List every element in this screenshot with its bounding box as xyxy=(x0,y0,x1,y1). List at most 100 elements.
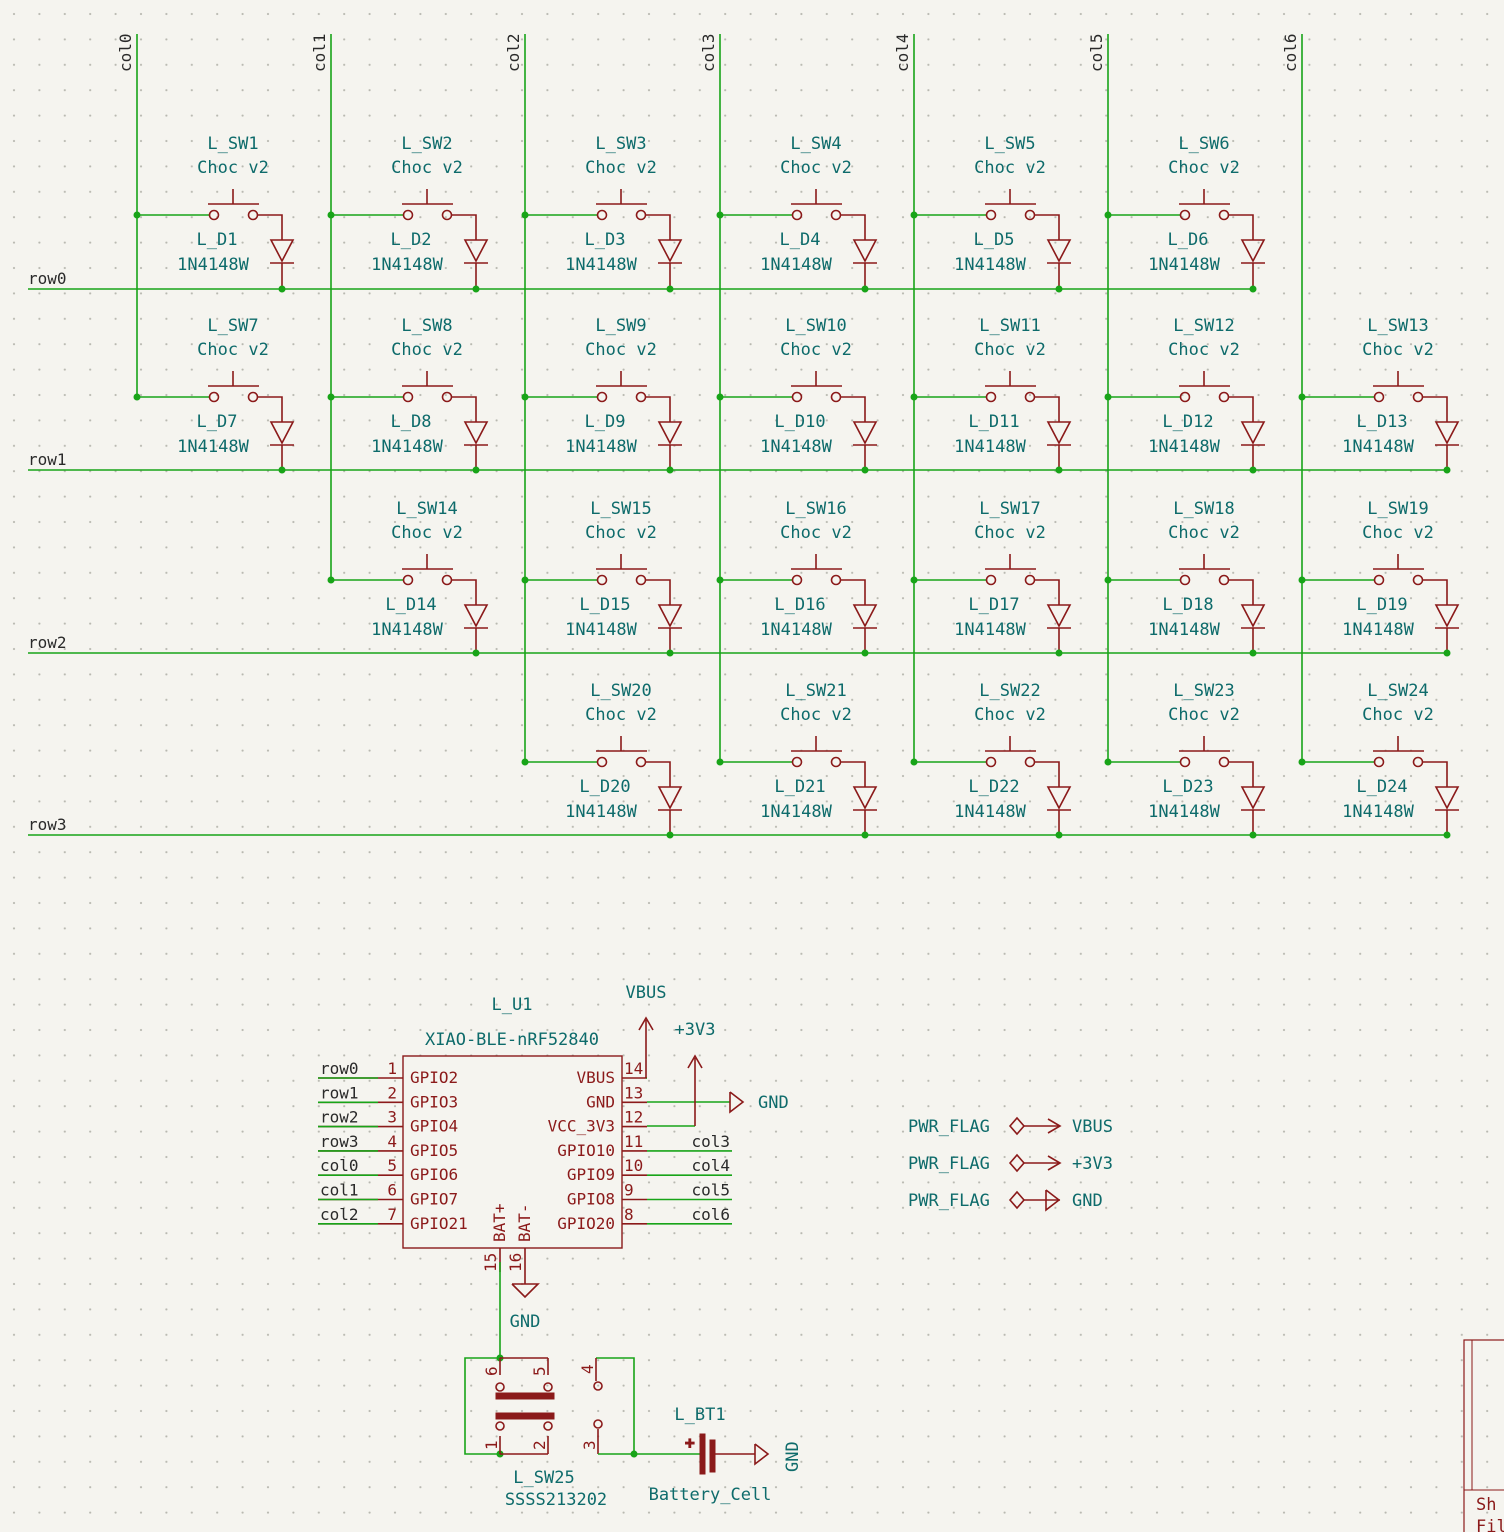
switch-ref: L_SW17 xyxy=(979,499,1040,519)
sw-pin-label: 2 xyxy=(530,1440,549,1450)
pin-number: 10 xyxy=(624,1156,643,1175)
junction xyxy=(861,831,869,839)
switch-contact xyxy=(1179,756,1191,768)
switch-ref: L_SW5 xyxy=(984,134,1035,154)
gnd-bat-label: GND xyxy=(510,1312,541,1332)
switch-value: Choc v2 xyxy=(1362,523,1434,543)
sw-pin-label: 6 xyxy=(482,1366,501,1376)
sw-contact xyxy=(593,1381,603,1391)
switch-to-diode-wire xyxy=(1229,761,1254,787)
junction xyxy=(278,285,286,293)
switch-ref: L_SW16 xyxy=(785,499,846,519)
switch-contact xyxy=(247,391,259,403)
gnd-battery-label: GND xyxy=(783,1441,803,1472)
net-label: row1 xyxy=(320,1083,359,1102)
diode-value: 1N4148W xyxy=(954,620,1026,640)
switch-contact xyxy=(596,756,608,768)
switch-to-diode-wire xyxy=(1035,761,1060,787)
switch-to-diode-wire xyxy=(1229,214,1254,240)
switch-value: Choc v2 xyxy=(1168,158,1240,178)
switch-contact xyxy=(985,209,997,221)
battery-plus-sign: + xyxy=(685,1433,695,1452)
pin-number: 2 xyxy=(387,1083,397,1102)
title-block-frame xyxy=(1463,1339,1504,1532)
diode-ref: L_D10 xyxy=(774,412,825,432)
diode-ref: L_D20 xyxy=(579,777,630,797)
diode-ref: L_D17 xyxy=(968,595,1019,615)
diode-value: 1N4148W xyxy=(954,802,1026,822)
switch-value: Choc v2 xyxy=(585,523,657,543)
diode-icon xyxy=(463,604,489,628)
gnd-right-icon xyxy=(729,1091,745,1114)
bt1-value: Battery_Cell xyxy=(649,1485,772,1505)
net-label: row2 xyxy=(320,1108,359,1127)
diode-ref: L_D13 xyxy=(1356,412,1407,432)
title-block: Sh Fil xyxy=(1463,1339,1504,1532)
switch-ref: L_SW19 xyxy=(1367,499,1428,519)
switch-contact xyxy=(1179,391,1191,403)
switch-ref: L_SW8 xyxy=(401,316,452,336)
diode-value: 1N4148W xyxy=(760,620,832,640)
switch-contact xyxy=(791,391,803,403)
column-label-col4: col4 xyxy=(893,33,912,72)
battery-circuit: GND 6 5 4 1 2 3 L_SW25 SSSS213202 xyxy=(464,1262,803,1510)
switch-ref: L_SW22 xyxy=(979,681,1040,701)
diode-icon xyxy=(1240,604,1266,628)
bt1-ref: L_BT1 xyxy=(674,1405,725,1425)
junction xyxy=(666,285,674,293)
pin-number: 1 xyxy=(387,1059,397,1078)
switch-value: Choc v2 xyxy=(1168,340,1240,360)
switch-contact xyxy=(985,756,997,768)
vbus-label: VBUS xyxy=(626,983,667,1003)
diode-icon xyxy=(1046,421,1072,445)
net-label: col5 xyxy=(691,1181,730,1200)
diode-value: 1N4148W xyxy=(1342,620,1414,640)
junction xyxy=(666,466,674,474)
diode-ref: L_D2 xyxy=(391,230,432,250)
diode-ref: L_D5 xyxy=(974,230,1015,250)
switch-contact xyxy=(791,209,803,221)
vbus-arrow-icon xyxy=(638,1016,654,1031)
switch-contact xyxy=(1373,756,1385,768)
diode-value: 1N4148W xyxy=(177,437,249,457)
switch-contact xyxy=(208,391,220,403)
gnd-icon xyxy=(1045,1189,1061,1212)
diode-ref: L_D12 xyxy=(1162,412,1213,432)
diode-value: 1N4148W xyxy=(565,620,637,640)
mcu-body[interactable] xyxy=(402,1055,623,1249)
switch-contact xyxy=(247,209,259,221)
switch-value: Choc v2 xyxy=(1168,705,1240,725)
column-label-col2: col2 xyxy=(504,33,523,72)
switch-contact xyxy=(1218,391,1230,403)
pin-name: GPIO6 xyxy=(410,1165,458,1184)
switch-ref: L_SW21 xyxy=(785,681,846,701)
pwr-flag-label: PWR_FLAG xyxy=(908,1117,990,1137)
switch-value: Choc v2 xyxy=(974,523,1046,543)
